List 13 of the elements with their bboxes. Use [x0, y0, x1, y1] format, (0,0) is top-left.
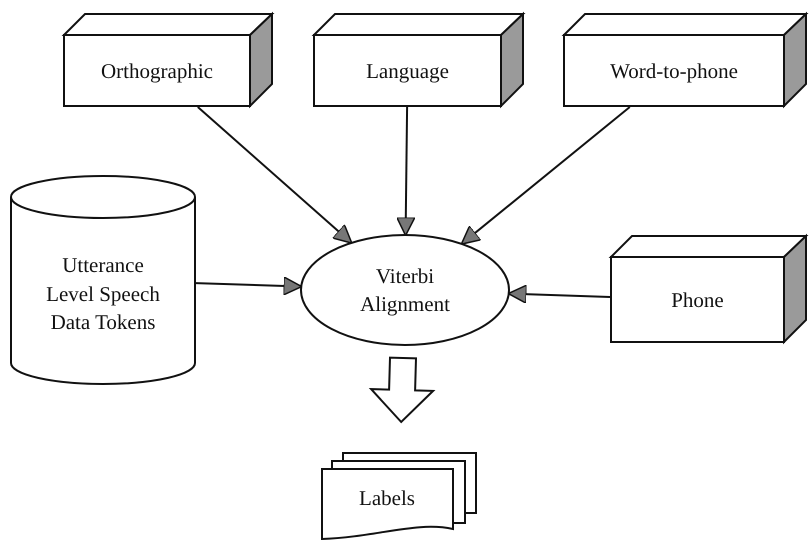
- block-arrow: [368, 356, 436, 424]
- node-label: Language: [366, 58, 449, 85]
- node-label: Labels: [359, 485, 415, 512]
- arrow: [396, 106, 416, 236]
- node-label: Utterance Level Speech Data Tokens: [45, 252, 161, 336]
- arrow: [197, 106, 353, 244]
- arrow: [508, 284, 610, 304]
- node-label: Phone: [671, 286, 724, 314]
- arrow: [196, 276, 302, 296]
- node-label: Word-to-phone: [610, 58, 738, 85]
- node-label: Orthographic: [101, 58, 213, 85]
- arrow: [460, 106, 630, 245]
- node-label: Viterbi Alignment: [359, 262, 451, 318]
